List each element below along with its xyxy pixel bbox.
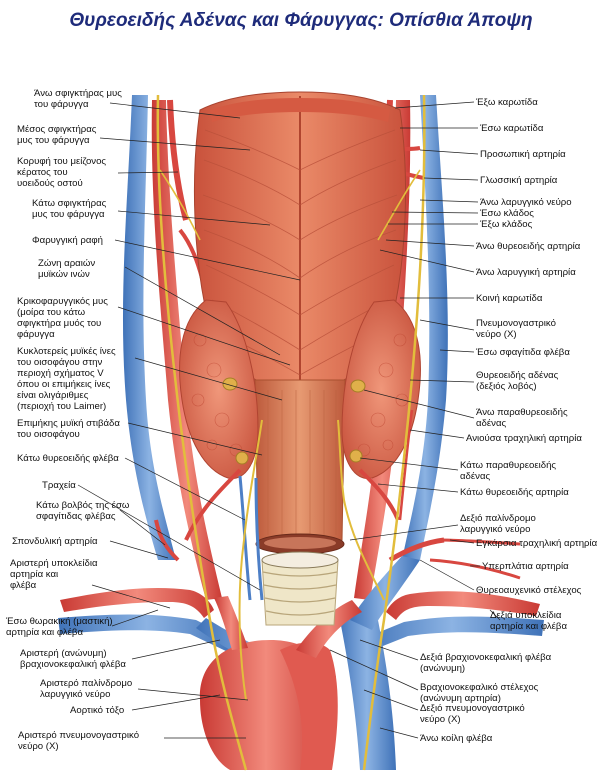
right-brachiocephalic-vein xyxy=(350,556,420,630)
superior-laryngeal-nerve-right xyxy=(377,169,421,241)
label-superior-thyroid-artery: Άνω θυρεοειδής αρτηρία xyxy=(476,241,581,252)
left-subclavian-vein xyxy=(58,614,236,652)
label-facial-artery: Προσωπική αρτηρία xyxy=(480,149,566,160)
esophagus xyxy=(254,379,346,541)
label-external-branch: Έξω κλάδος xyxy=(480,219,533,230)
superior-laryngeal-nerve-left xyxy=(159,169,201,241)
brachiocephalic-trunk xyxy=(296,600,362,658)
left-inferior-thyroid-artery xyxy=(184,468,242,541)
label-internal-thoracic: Έσω θωρακική (μαστική)αρτηρία και φλέβα xyxy=(6,616,113,638)
superior-vena-cava xyxy=(338,610,396,770)
label-transverse-cervical: Εγκάρσια τραχηλική αρτηρία xyxy=(476,538,598,549)
right-vagus-nerve xyxy=(362,94,426,771)
thyroid-texture xyxy=(191,333,409,457)
label-ascending-cervical: Ανιούσα τραχηλική αρτηρία xyxy=(466,433,582,444)
label-suprascapular: Υπερπλάτια αρτηρία xyxy=(482,561,569,572)
label-aortic-arch: Αορτικό τόξο xyxy=(70,705,125,716)
label-internal-branch: Έσω κλάδος xyxy=(480,208,534,219)
label-lingual-artery: Γλωσσική αρτηρία xyxy=(480,175,558,186)
superior-constrictor-top xyxy=(210,98,390,122)
right-inferior-thyroid-artery xyxy=(358,468,400,521)
left-external-carotid xyxy=(167,99,189,221)
right-subclavian-vein xyxy=(360,616,544,652)
right-recurrent-laryngeal-nerve xyxy=(337,419,385,601)
right-superior-parathyroid xyxy=(350,379,366,393)
trachea-cut-end xyxy=(261,551,339,569)
label-internal-jugular: Έσω σφαγίτιδα φλέβα xyxy=(476,347,570,358)
right-inferior-parathyroid xyxy=(349,449,363,463)
label-inferior-thyroid-artery: Κάτω θυρεοειδής αρτηρία xyxy=(460,487,569,498)
label-trachea: Τραχεία xyxy=(42,480,76,491)
label-superior-laryngeal-nerve: Άνω λαρυγγικό νεύρο xyxy=(480,197,572,208)
leader-lines-left xyxy=(77,102,301,739)
thyroid-right-lobe xyxy=(341,299,421,479)
label-internal-carotid: Έσω καρωτίδα xyxy=(480,123,544,134)
left-subclavian-artery xyxy=(60,588,214,618)
left-superior-parathyroid xyxy=(222,377,238,391)
label-superior-vena-cava: Άνω κοίλη φλέβα xyxy=(420,733,493,744)
label-right-brachiocephalic-vein: Δεξιά βραχιονοκεφαλική φλέβα(ανώνυμη) xyxy=(420,652,552,674)
left-internal-jugular-vein xyxy=(122,95,176,560)
label-thyroid-right-lobe: Θυρεοειδής αδένας(δεξιός λοβός) xyxy=(476,370,559,392)
right-thyrocervical-trunk xyxy=(388,537,445,563)
aorta-ascending xyxy=(280,642,338,770)
label-thyrocervical-trunk: Θυρεοαυχενικό στέλεχος xyxy=(476,585,582,596)
left-vagus-nerve xyxy=(156,94,248,771)
muscle-fibers xyxy=(202,129,398,376)
page-title: Θυρεοειδής Αδένας και Φάρυγγας: Οπίσθια … xyxy=(69,10,533,31)
label-left-brachiocephalic-vein: Αριστερή (ανώνυμη)βραχιονοκεφαλική φλέβα xyxy=(20,648,126,670)
label-external-carotid: Έξω καρωτίδα xyxy=(476,97,538,108)
left-common-carotid-artery xyxy=(151,100,222,600)
label-superior-laryngeal-artery: Άνω λαρυγγική αρτηρία xyxy=(476,267,576,278)
right-ascending-cervical xyxy=(398,409,414,521)
esophagus-fibers xyxy=(267,390,337,535)
tracheal-rings xyxy=(262,571,338,616)
right-transverse-cervical xyxy=(439,538,521,546)
label-pharyngeal-raphe: Φαρυγγική ραφή xyxy=(32,235,103,246)
right-subclavian-artery xyxy=(386,591,540,620)
right-internal-jugular-vein xyxy=(402,95,448,560)
left-inferior-parathyroid xyxy=(235,451,249,465)
leader-lines-right xyxy=(329,101,501,739)
left-recurrent-laryngeal-nerve xyxy=(238,419,263,701)
thyroid-left-lobe xyxy=(179,299,259,479)
label-common-carotid: Κοινή καρωτίδα xyxy=(476,293,543,304)
label-inferior-thyroid-vein: Κάτω θυρεοειδής φλέβα xyxy=(17,453,119,464)
label-brachiocephalic-trunk: Βραχιονοκεφαλικό στέλεχος(ανώνυμη αρτηρί… xyxy=(420,682,539,704)
left-vertebral-artery xyxy=(154,519,180,562)
label-vertebral-artery: Σπονδυλική αρτηρία xyxy=(12,536,98,547)
